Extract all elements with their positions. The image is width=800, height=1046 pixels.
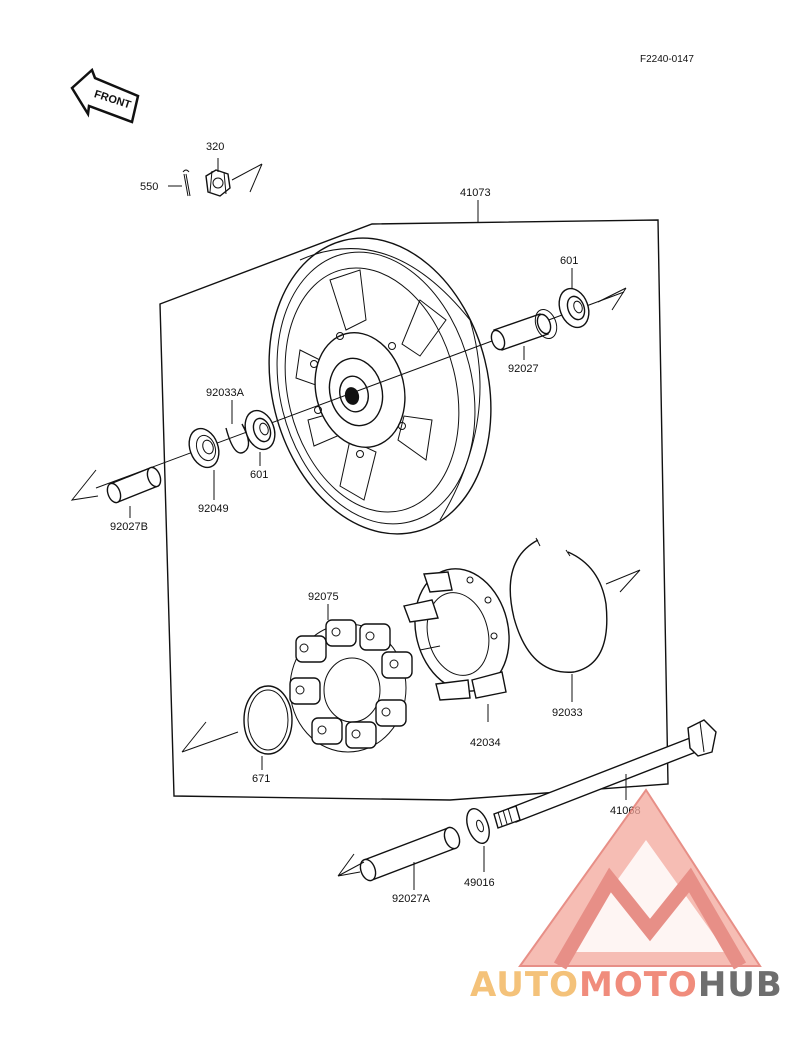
watermark-auto: AUTO bbox=[470, 965, 579, 1005]
axle-41068 bbox=[493, 719, 717, 829]
watermark-hub: HUB bbox=[698, 965, 783, 1005]
label-92027b: 92027B bbox=[110, 521, 148, 533]
label-320: 320 bbox=[206, 141, 224, 153]
label-601-top: 601 bbox=[560, 255, 578, 267]
assembly-outline bbox=[159, 219, 669, 801]
direction-arrow-320 bbox=[231, 163, 263, 193]
spacer-92027b bbox=[106, 466, 162, 504]
label-92033: 92033 bbox=[552, 707, 583, 719]
label-92027a: 92027A bbox=[392, 893, 431, 905]
watermark-text: AUTOMOTOHUB bbox=[470, 965, 783, 1005]
bearing-601-right bbox=[558, 287, 590, 329]
direction-arrow-671 bbox=[181, 721, 239, 753]
bearing-601-left bbox=[244, 409, 276, 451]
coupling-42034 bbox=[403, 568, 510, 701]
label-92033a: 92033A bbox=[206, 387, 245, 399]
wheel-hub-assembly bbox=[268, 237, 492, 535]
label-550: 550 bbox=[140, 181, 158, 193]
watermark-triangle-logo bbox=[518, 788, 762, 970]
cotter-pin bbox=[182, 169, 191, 197]
label-671: 671 bbox=[252, 773, 270, 785]
diagram-code: F2240-0147 bbox=[640, 54, 694, 65]
o-ring-671 bbox=[243, 685, 293, 755]
label-49016: 49016 bbox=[464, 877, 495, 889]
label-42034: 42034 bbox=[470, 737, 501, 749]
castle-nut bbox=[205, 169, 231, 197]
circlip-92033 bbox=[509, 537, 608, 673]
front-arrow-icon: FRONT bbox=[70, 67, 140, 124]
watermark-moto: MOTO bbox=[579, 965, 698, 1005]
direction-arrow-92027a bbox=[337, 853, 365, 877]
spacer-92027 bbox=[490, 308, 558, 351]
oil-seal-92049 bbox=[188, 427, 220, 469]
label-92049: 92049 bbox=[198, 503, 229, 515]
direction-arrow-92027b bbox=[70, 469, 99, 501]
spacer-92027a bbox=[359, 826, 461, 882]
label-92075: 92075 bbox=[308, 591, 339, 603]
washer-49016 bbox=[466, 808, 490, 844]
direction-arrow-92033 bbox=[605, 569, 641, 593]
damper-rubber-92075 bbox=[289, 619, 413, 753]
direction-arrow-601 bbox=[597, 287, 627, 311]
label-601-left: 601 bbox=[250, 469, 268, 481]
label-41073: 41073 bbox=[460, 187, 491, 199]
label-92027: 92027 bbox=[508, 363, 539, 375]
